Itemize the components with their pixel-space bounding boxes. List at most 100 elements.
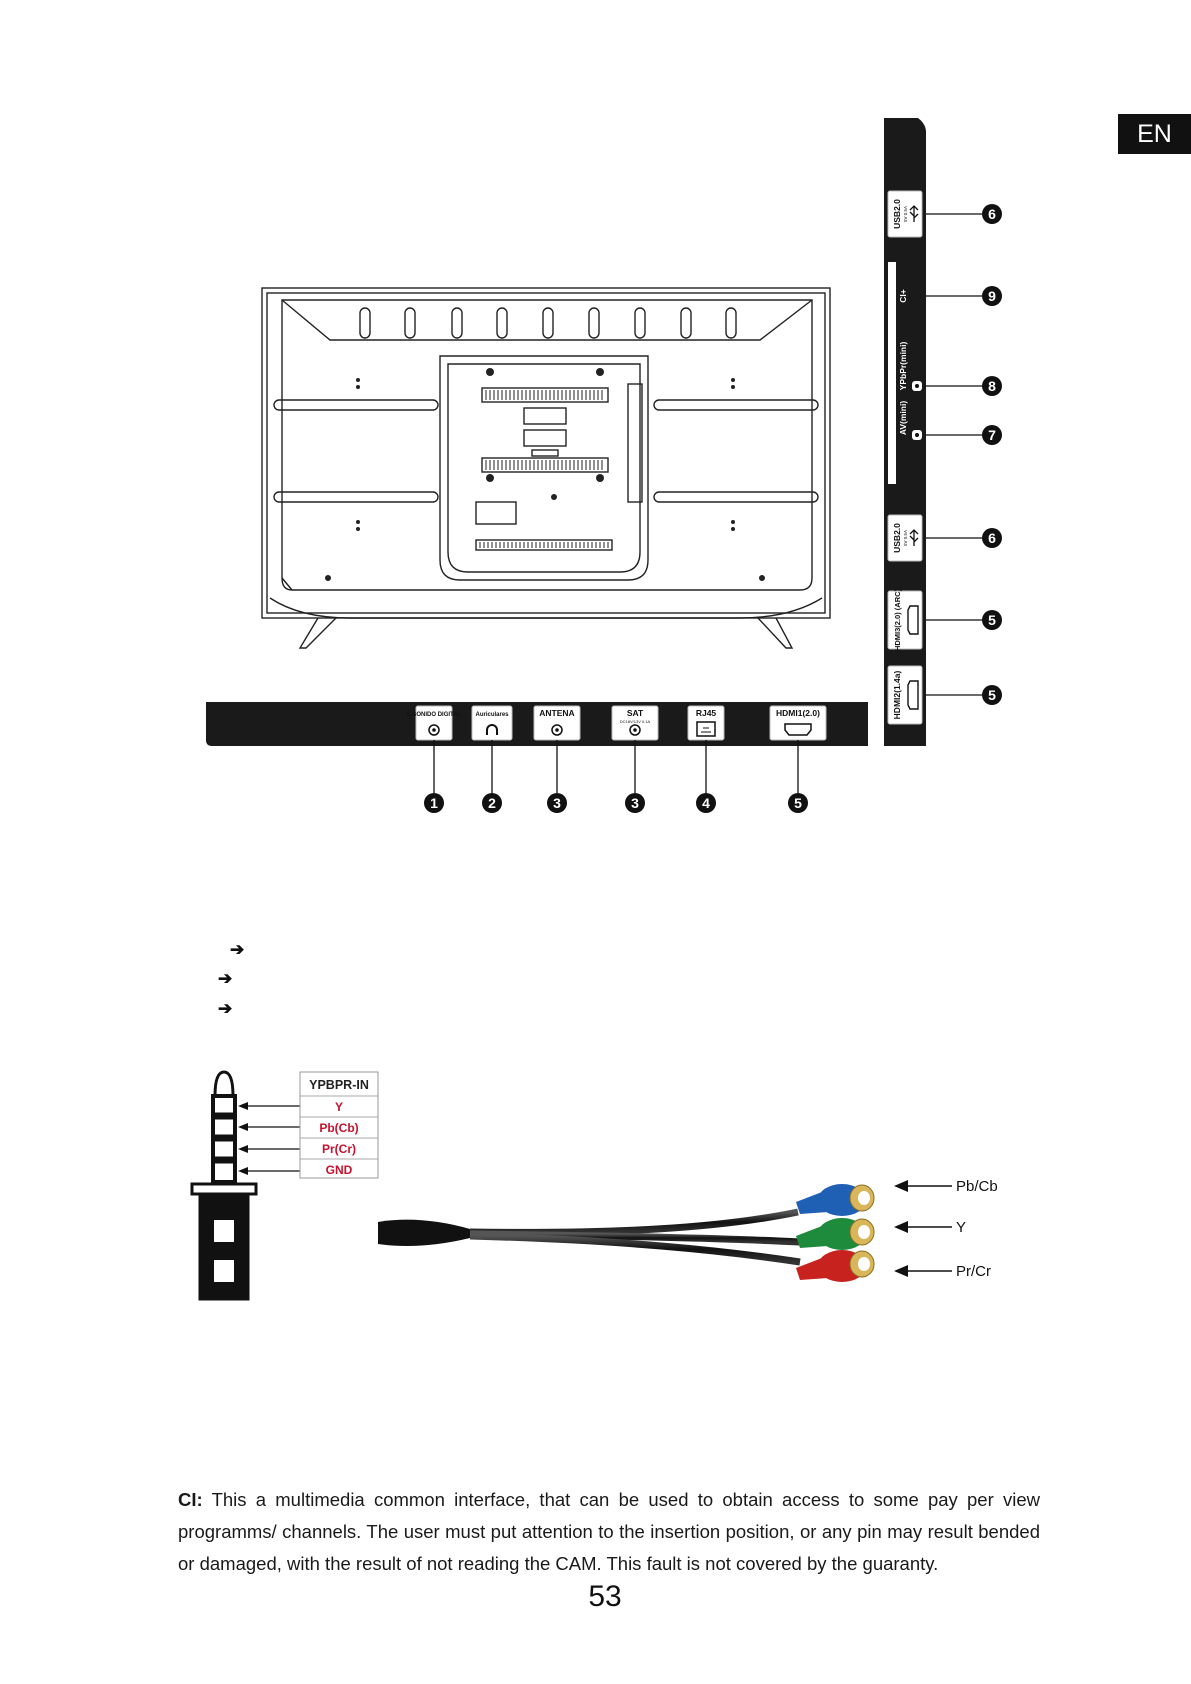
hdmi-port-icon	[907, 680, 919, 710]
side-port-sublabel: 5V 0.5A	[903, 206, 908, 222]
callout-badge	[696, 793, 716, 813]
bottom-port-label: S.SONIDO DIGITAL	[407, 712, 462, 718]
side-port-label: USB2.0	[892, 523, 902, 553]
ethernet-pins-icon	[701, 727, 711, 733]
callout-badge	[424, 793, 444, 813]
rca-plug-blue	[796, 1184, 875, 1216]
bottom-port-5: RJ45 4	[687, 705, 725, 813]
side-port-6: HDMI3(2.0) (ARC) 5	[887, 588, 1002, 651]
callout-number: 6	[988, 530, 996, 546]
callout-number: 9	[988, 288, 996, 304]
side-port-label: CI+	[898, 289, 908, 303]
ci-lead: CI:	[178, 1488, 203, 1510]
side-port-7: HDMI2(1.4a) 5	[887, 665, 1002, 725]
callout-number: 4	[702, 795, 710, 811]
callout-badge	[982, 425, 1002, 445]
hdmi-port-icon	[907, 605, 919, 635]
side-port-4: AV(mini) 7	[898, 401, 1002, 445]
label-y: Y	[956, 1219, 966, 1236]
ypbpr-pin-table: YPBPR-IN Y Pb(Cb) Pr(Cr) GND	[299, 1071, 379, 1179]
callout-number: 3	[631, 795, 639, 811]
callout-number: 7	[988, 427, 996, 443]
ethernet-port-icon	[696, 721, 716, 737]
table-row: Pr(Cr)	[322, 1142, 356, 1156]
headphones-icon	[486, 724, 498, 735]
label-pr-cr: Pr/Cr	[956, 1263, 991, 1280]
usb-icon	[909, 529, 919, 546]
table-row: Pb(Cb)	[319, 1121, 358, 1135]
tv-back-drawing	[261, 287, 831, 649]
bottom-port-label: SAT	[627, 708, 644, 718]
bottom-port-label: RJ45	[696, 708, 717, 718]
jack-pointer-lines	[238, 1102, 300, 1175]
callout-badge	[982, 376, 1002, 396]
coax-pin-icon	[633, 728, 637, 732]
ci-slot	[888, 262, 896, 484]
callout-number: 6	[988, 206, 996, 222]
top-clips	[359, 307, 737, 339]
side-port-2: CI+ 9	[898, 286, 1002, 306]
bottom-port-1: S.SONIDO DIGITAL 1	[407, 705, 462, 813]
side-port-sublabel: 5V 0.5A	[903, 530, 908, 546]
coax-jack-icon	[428, 724, 440, 736]
bottom-port-2: Auriculares 2	[471, 705, 513, 813]
side-port-label: AV(mini)	[898, 401, 908, 435]
bottom-port-sublabel: DC18V/13V 0.1A	[620, 719, 651, 724]
cable-pointer-lines	[894, 1180, 952, 1277]
callout-number: 3	[553, 795, 561, 811]
callout-number: 5	[988, 687, 996, 703]
rca-plug-red	[796, 1250, 875, 1282]
coax-pin-icon	[432, 728, 436, 732]
arrow-3: ➔	[218, 999, 232, 1018]
table-row: Y	[335, 1100, 343, 1114]
vent-slots	[479, 390, 609, 548]
callout-badge	[982, 286, 1002, 306]
ci-body: This a multimedia common interface, that…	[178, 1488, 1040, 1574]
side-port-label: YPbPr(mini)	[898, 342, 908, 391]
callout-badge	[788, 793, 808, 813]
coax-pin-icon	[555, 728, 559, 732]
arrow-2: ➔	[218, 969, 232, 988]
rca-plug-green	[796, 1218, 875, 1250]
side-port-label: USB2.0	[892, 199, 902, 229]
table-header: YPBPR-IN	[309, 1078, 369, 1092]
bottom-port-label: Auriculares	[475, 712, 509, 718]
language-tab: EN	[1118, 114, 1191, 154]
bottom-port-6: HDMI1(2.0) 5	[769, 705, 827, 813]
side-port-3: YPbPr(mini) 8	[898, 342, 1002, 396]
callout-number: 8	[988, 378, 996, 394]
usb-icon	[909, 205, 919, 222]
screw-holes	[325, 368, 765, 581]
callout-badge	[482, 793, 502, 813]
jack-plug-drawing	[190, 1070, 258, 1301]
coax-jack-icon	[629, 724, 641, 736]
callout-number: 1	[430, 795, 438, 811]
component-cable-drawing	[378, 1184, 875, 1282]
cable-labels: Pb/Cb Y Pr/Cr	[956, 1178, 998, 1280]
bottom-port-label: HDMI1(2.0)	[776, 708, 820, 718]
table-row: GND	[326, 1163, 353, 1177]
page-number: 53	[588, 1580, 622, 1613]
coax-jack-icon	[551, 724, 563, 736]
callout-number: 5	[988, 612, 996, 628]
callout-number: 2	[488, 795, 496, 811]
ci-description: CI: This a multimedia common interface, …	[178, 1484, 1040, 1580]
side-port-label: HDMI2(1.4a)	[892, 671, 902, 720]
callout-number: 5	[794, 795, 802, 811]
callout-badge	[982, 685, 1002, 705]
arrow-list: ➔ ➔ ➔	[218, 940, 244, 1018]
callout-badge	[547, 793, 567, 813]
callout-badge	[982, 204, 1002, 224]
arrow-1: ➔	[230, 940, 244, 959]
side-port-label: HDMI3(2.0) (ARC)	[893, 588, 902, 651]
label-pb-cb: Pb/Cb	[956, 1178, 998, 1195]
callout-badge	[982, 610, 1002, 630]
callout-badge	[982, 528, 1002, 548]
hdmi-port-icon	[784, 723, 812, 736]
